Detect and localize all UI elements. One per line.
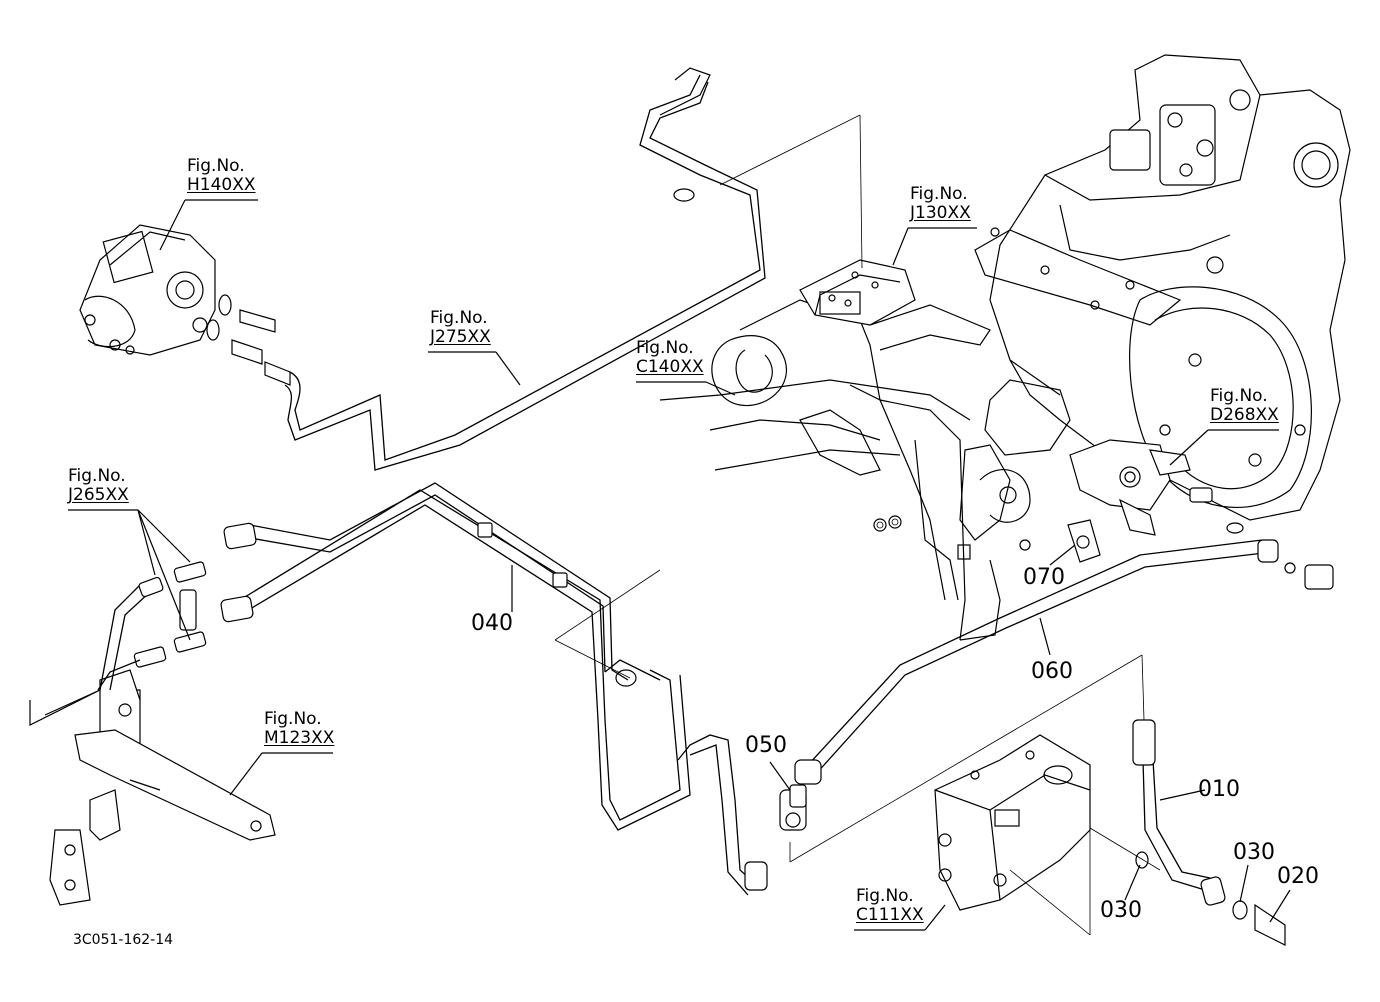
hydraulic-pump [79,224,291,386]
fig-ref-c111-line2: C111XX [856,905,924,925]
pipe-060 [794,539,1334,785]
fig-ref-c140-line1: Fig.No. [636,338,694,358]
fig-ref-d268: Fig.No. D268XX [1210,388,1279,424]
part-label-060: 060 [1031,659,1073,684]
fig-ref-j265-line1: Fig.No. [68,466,126,486]
fig-ref-j265: Fig.No. J265XX [68,468,129,504]
part-label-070: 070 [1023,565,1065,590]
fig-ref-d268-line1: Fig.No. [1210,386,1268,406]
part-label-040: 040 [471,611,513,636]
fig-ref-m123-line1: Fig.No. [264,709,322,729]
part-label-030-right: 030 [1233,840,1275,865]
leader-lines [68,114,1291,936]
fig-ref-c111-line1: Fig.No. [856,886,914,906]
drawing-code: 3C051-162-14 [73,932,174,948]
fig-ref-c140-line2: C140XX [636,357,704,377]
fig-ref-m123-line2: M123XX [264,728,335,748]
part-label-020: 020 [1277,864,1319,889]
fig-ref-j275-line2: J275XX [430,327,491,347]
fig-ref-j130: Fig.No. J130XX [910,186,971,222]
fig-ref-d268-line2: D268XX [1210,405,1279,425]
fig-ref-j265-line2: J265XX [68,485,129,505]
part-label-030-left: 030 [1100,898,1142,923]
fig-ref-h140-line2: H140XX [187,175,256,195]
part-label-010: 010 [1198,777,1240,802]
fig-ref-h140-line1: Fig.No. [187,156,245,176]
fig-ref-j275: Fig.No. J275XX [430,310,491,346]
fig-ref-h140: Fig.No. H140XX [187,158,256,194]
upper-valve-block [799,259,916,326]
fig-ref-j130-line1: Fig.No. [910,184,968,204]
left-linkage [29,561,276,906]
fig-ref-j275-line1: Fig.No. [430,308,488,328]
fig-ref-c140: Fig.No. C140XX [636,340,704,376]
control-valve [934,734,1091,911]
fitting-050 [779,784,807,831]
transmission-housing [959,54,1351,541]
fig-ref-m123: Fig.No. M123XX [264,711,334,747]
fig-ref-j130-line2: J130XX [910,203,971,223]
pipe-040 [220,482,768,896]
pipe-j275 [284,67,766,471]
frame-assembly [659,299,1031,641]
pipe-010 [1132,719,1286,946]
valve-070 [1067,439,1244,563]
fig-ref-c111: Fig.No. C111XX [856,888,924,924]
part-label-050: 050 [745,733,787,758]
